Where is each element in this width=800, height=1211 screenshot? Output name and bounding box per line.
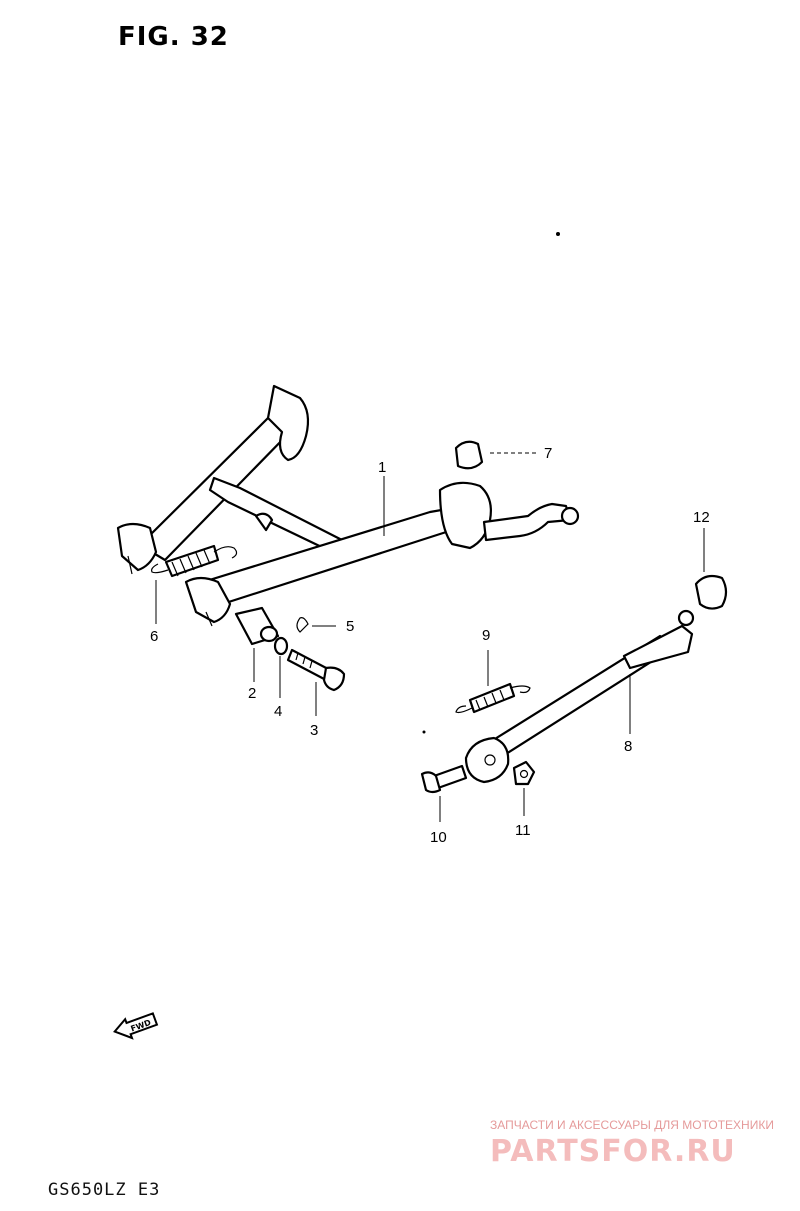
washer[interactable]: [273, 636, 289, 656]
callout-3: 3: [310, 722, 318, 739]
callout-4: 4: [274, 703, 282, 720]
callout-10: 10: [430, 829, 447, 846]
cotter-pin[interactable]: [296, 617, 309, 633]
callout-2: 2: [248, 685, 256, 702]
nut[interactable]: [512, 760, 536, 786]
watermark-tagline: ЗАПЧАСТИ И АКСЕССУАРЫ ДЛЯ МОТОТЕХНИКИ: [490, 1118, 774, 1132]
fwd-arrow: FWD: [113, 1012, 159, 1040]
scan-dot: [422, 730, 426, 734]
side-stand-spring[interactable]: [455, 682, 531, 714]
watermark-logo: PARTSFOR.RU: [490, 1134, 736, 1169]
callout-6: 6: [150, 628, 158, 645]
stand-spring[interactable]: [151, 544, 238, 578]
stopper-rubber[interactable]: [454, 440, 484, 470]
bushing[interactable]: [234, 606, 280, 646]
side-stand[interactable]: [464, 609, 695, 784]
pivot-bolt[interactable]: [286, 648, 346, 692]
scan-dot: [556, 232, 560, 236]
center-stand[interactable]: [116, 384, 580, 627]
callout-1: 1: [378, 459, 386, 476]
callout-5: 5: [346, 618, 354, 635]
callout-9: 9: [482, 627, 490, 644]
callout-12: 12: [693, 509, 710, 526]
model-code: GS650LZ E3: [48, 1180, 161, 1200]
callout-7: 7: [544, 445, 552, 462]
callout-11: 11: [515, 822, 531, 839]
side-stand-stopper[interactable]: [694, 574, 728, 610]
fig-title: FIG. 32: [118, 22, 229, 52]
side-stand-bolt[interactable]: [420, 764, 468, 794]
callout-8: 8: [624, 738, 632, 755]
